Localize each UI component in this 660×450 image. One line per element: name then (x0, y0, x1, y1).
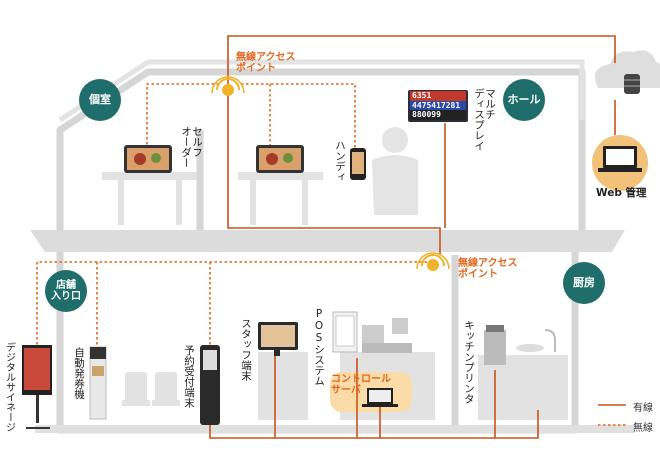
wireless-lines (36, 83, 427, 347)
multi-display-number: 6351 (410, 91, 466, 101)
staff-terminal-label: スタッフ端末 (240, 318, 253, 381)
reservation-terminal-icon (200, 345, 220, 425)
web-admin-label: Web 管理 (596, 187, 647, 199)
kitchen-printer-label: キッチンプリンタ (463, 320, 476, 404)
floor-slab (30, 230, 625, 252)
table-center (238, 172, 323, 180)
multi-display-number: 880099 (410, 110, 466, 120)
digital-signage-label: デジタルサイネージ (3, 342, 15, 432)
room-private-badge: 個室 (79, 79, 121, 121)
chairs (122, 372, 180, 406)
self-order-tablet-icon (124, 145, 172, 173)
handy-label: ハンディ (334, 140, 347, 182)
legend-wireless-label: 無線 (633, 423, 653, 434)
multi-display-icon: 6351 4475417281 880099 (408, 90, 468, 122)
center-tablet-icon (256, 145, 304, 173)
pos-system-label: POSシステム (313, 308, 326, 386)
pos-system-icon (332, 311, 412, 353)
staff-silhouette (372, 127, 418, 215)
access-point-icon-top (211, 76, 245, 96)
table-left (102, 172, 197, 180)
legend-wired-label: 有線 (633, 403, 653, 414)
reservation-terminal-label: 予約受付端末 (183, 345, 196, 408)
multi-display-number: 4475417281 (410, 100, 466, 110)
handy-icon (350, 148, 366, 180)
control-server-label: コントロール サーバ (331, 374, 391, 396)
self-order-label: セルフ オーダー (180, 126, 204, 168)
ticket-machine-icon (89, 346, 107, 420)
cloud-icon (595, 50, 660, 94)
staff-terminal-icon (258, 322, 298, 356)
room-entrance-badge: 店舗 入り口 (45, 270, 87, 312)
digital-signage-icon (22, 345, 52, 429)
control-server-laptop-icon (362, 388, 398, 407)
access-point-label-top: 無線アクセス ポイント (236, 52, 296, 74)
ticket-machine-label: 自動発券機 (73, 347, 86, 400)
room-hall-badge: ホール (503, 79, 545, 121)
multi-display-label: マルチ ディスプレイ (473, 88, 497, 151)
room-kitchen-badge: 厨房 (563, 262, 605, 304)
kitchen-printer-icon (484, 325, 556, 365)
access-point-icon-middle (416, 252, 450, 271)
web-admin-laptop-icon (592, 135, 648, 191)
access-point-label-middle: 無線アクセス ポイント (458, 258, 518, 280)
